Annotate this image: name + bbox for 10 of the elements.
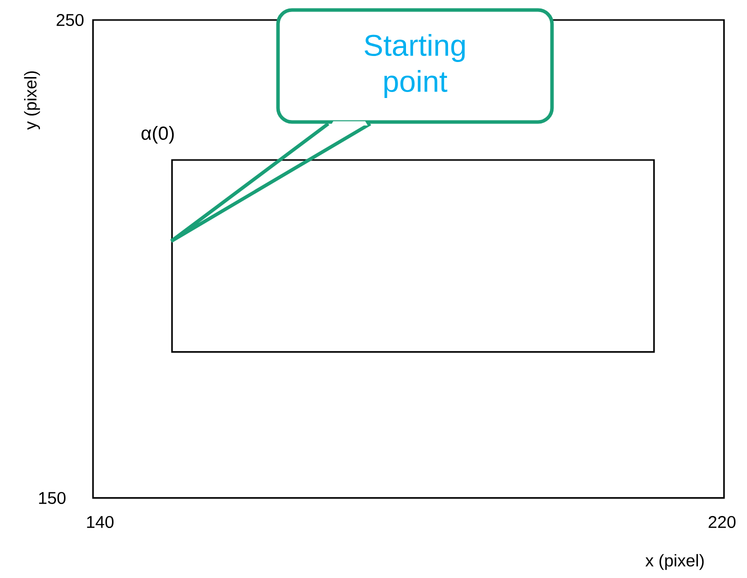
contour-rectangle: [171, 159, 655, 353]
tick-label: 250: [56, 14, 84, 26]
callout-pointer: [169, 122, 372, 243]
tick-label: 150: [39, 492, 66, 504]
axis-label: y (pixel): [24, 71, 40, 130]
tick-label: 220: [708, 516, 736, 528]
contour-label: α(0): [142, 126, 174, 144]
axis-label: x (pixel): [645, 554, 704, 570]
tick-label: 140: [87, 516, 114, 528]
callout-box: Starting point: [276, 8, 554, 124]
